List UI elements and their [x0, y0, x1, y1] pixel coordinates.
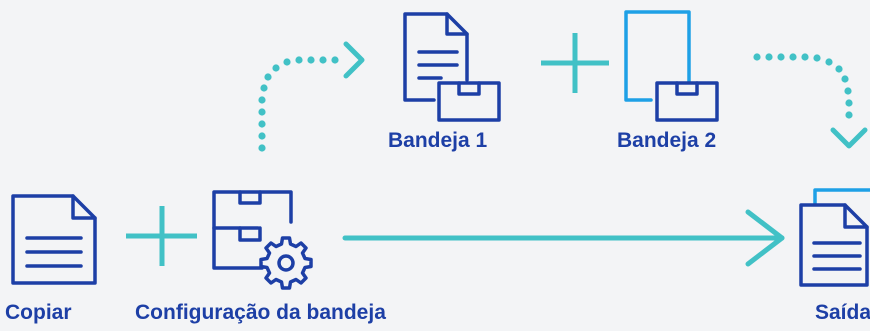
plus-icon: [126, 206, 197, 266]
stacked-documents-icon: [799, 188, 870, 287]
main-arrow: [342, 209, 785, 267]
tray-settings-icon: [212, 190, 293, 270]
label-tray1: Bandeja 1: [388, 129, 488, 152]
gear-icon: [259, 236, 313, 290]
dotted-arrow-to-tray1: [258, 41, 365, 152]
plus-icon: [541, 33, 609, 93]
document-icon: [11, 194, 97, 285]
dotted-arrow-to-output: [753, 53, 868, 149]
label-tray2: Bandeja 2: [617, 129, 717, 152]
document-with-tray-icon: [403, 12, 501, 122]
label-output: Saída: [815, 301, 870, 324]
label-copy: Copiar: [5, 301, 72, 324]
label-tray-config: Configuração da bandeja: [135, 301, 386, 324]
blank-sheet-with-tray-icon: [624, 10, 719, 122]
